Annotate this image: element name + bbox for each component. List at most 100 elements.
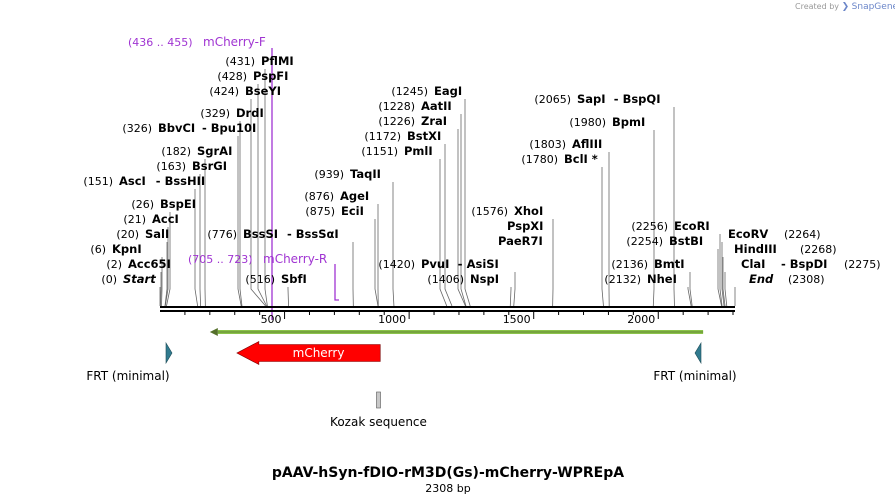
- site-name-agei: AgeI: [340, 189, 369, 203]
- backbone: [160, 306, 735, 312]
- site-name-aatii: AatII: [421, 99, 452, 113]
- site-pos-pvui: (1420): [378, 258, 415, 271]
- site-name-pspfi: PspFI: [253, 69, 288, 83]
- site-line-bpmi: [652, 130, 655, 307]
- snapgene-brand: Created by ❯ SnapGene: [795, 2, 895, 12]
- site-name-bstbi: BstBI: [669, 234, 703, 248]
- site-pos-pflmi: (431): [225, 55, 255, 68]
- site-line-nspi: [509, 287, 512, 307]
- site-line-bmti: [689, 272, 693, 307]
- site-name-sali: SalI: [145, 227, 169, 241]
- site-line-aatii: [460, 114, 467, 307]
- site-pos-start: (0): [101, 273, 117, 286]
- site-line-eagi: [464, 99, 471, 307]
- site-pos-nhei: (2132): [604, 273, 641, 286]
- map-title: pAAV-hSyn-fDIO-rM3D(Gs)-mCherry-WPREpA: [272, 465, 624, 481]
- site-name-acci: AccI: [152, 212, 179, 226]
- site-name-sbfi: SbfI: [281, 272, 307, 286]
- primer-name-mcherry-f: mCherry-F: [203, 35, 266, 49]
- site-line-bbvci: [237, 136, 242, 307]
- site-line-bspei: [166, 212, 171, 307]
- site-line-bstbi: [717, 249, 722, 307]
- site-name-bbvci: BbvCI: [158, 121, 195, 135]
- site-line-acci: [164, 227, 169, 307]
- brand-prefix: Created by: [795, 2, 840, 11]
- site-name-bcli: BclI *: [564, 152, 598, 166]
- site-pos-xhoi: (1576): [471, 205, 508, 218]
- site-name-ecorv: EcoRV: [728, 227, 768, 241]
- site-pos-zrai: (1226): [378, 115, 415, 128]
- feature-kozak-label: Kozak sequence: [330, 415, 427, 429]
- orf-layer: [209, 328, 704, 336]
- site-pos-ecori: (2256): [631, 220, 668, 233]
- site-line-clai: [724, 272, 728, 307]
- site-pos-sbfi: (516): [245, 273, 275, 286]
- site-name-xhoi: XhoI: [514, 204, 543, 218]
- site-name-pmli: PmlI: [404, 144, 433, 158]
- site-pos-taqii: (939): [314, 168, 344, 181]
- site-line-drdi: [239, 121, 243, 307]
- primer-name-mcherry-r: mCherry-R: [263, 252, 327, 266]
- feature-frt-left-label: FRT (minimal): [86, 369, 169, 383]
- site-line-bcli: [601, 167, 604, 307]
- site-name-clai: ClaI: [741, 257, 765, 271]
- site-name-pflmi: PflMI: [261, 54, 294, 68]
- site-pos-bbvci: (326): [122, 122, 152, 135]
- site-name2-pvui: - AsiSI: [458, 257, 499, 271]
- site-name-ecori: EcoRI: [674, 219, 710, 233]
- site-pos-ecii: (875): [305, 205, 335, 218]
- site-line-kpni: [161, 257, 163, 307]
- site-line-sbfi: [287, 287, 289, 307]
- site-pos-aatii: (1228): [378, 100, 415, 113]
- site-pos-drdi: (329): [200, 107, 230, 120]
- site-name-start: Start: [123, 272, 156, 286]
- site-name-bsrgi: BsrGI: [192, 159, 227, 173]
- ruler-label: 1000: [378, 313, 406, 326]
- site-line-bseyi: [250, 99, 266, 307]
- site-line-sali: [164, 242, 168, 307]
- orf-arrowhead: [209, 328, 218, 336]
- site-line-bsrgi: [199, 174, 202, 307]
- site-name-asci: AscI: [119, 174, 146, 188]
- site-pos-pspfi: (428): [217, 70, 247, 83]
- site-pos-sali: (20): [116, 228, 139, 241]
- site-pos-bsssi: (776): [207, 228, 237, 241]
- ruler-label: 1500: [503, 313, 531, 326]
- feature-frt-right-label: FRT (minimal): [653, 369, 736, 383]
- feature-mcherry-label: mCherry: [293, 346, 345, 360]
- site-name-end: End: [749, 272, 774, 286]
- site-line-ecii: [374, 219, 379, 307]
- site-name-nspi: NspI: [470, 272, 499, 286]
- feature-frt-right-arrow: [694, 341, 702, 365]
- site-pos-bpmi: (1980): [569, 116, 606, 129]
- site-pos-afliii: (1803): [529, 138, 566, 151]
- site-pos-bstbi: (2254): [626, 235, 663, 248]
- site-name-zrai: ZraI: [421, 114, 447, 128]
- site-pos-nspi: (1406): [427, 273, 464, 286]
- ruler-label: 500: [261, 313, 282, 326]
- site-line-nhei: [687, 287, 692, 307]
- site-name-kpni: KpnI: [112, 242, 142, 256]
- site-name-bspei: BspEI: [160, 197, 196, 211]
- site-name-bstxi: BstXI: [407, 129, 441, 143]
- primer-range-mcherry-f: (436 .. 455): [128, 36, 193, 49]
- site-pos-bstxi: (1172): [364, 130, 401, 143]
- site-name-bseyi: BseYI: [245, 84, 281, 98]
- site-name2-clai: - BspDI: [781, 257, 827, 271]
- site-name-paer7i: PaeR7I: [498, 234, 543, 248]
- site-line-pmli: [439, 159, 448, 307]
- map-length: 2308 bp: [425, 482, 470, 495]
- site-pos-eagi: (1245): [391, 85, 428, 98]
- brand-name: SnapGene: [851, 2, 895, 12]
- site-line-ecorv: [721, 242, 725, 307]
- site-name-acc65i: Acc65I: [128, 257, 171, 271]
- primer-range-mcherry-r: (705 .. 723): [188, 253, 253, 266]
- site-pos-pmli: (1151): [361, 145, 398, 158]
- feature-mcherry-arrow: [236, 341, 381, 365]
- site-line-asci: [194, 189, 199, 307]
- site-name-ecii: EciI: [341, 204, 364, 218]
- site-pos-clai: (2275): [844, 258, 881, 271]
- feature-kozak-box: [376, 391, 381, 409]
